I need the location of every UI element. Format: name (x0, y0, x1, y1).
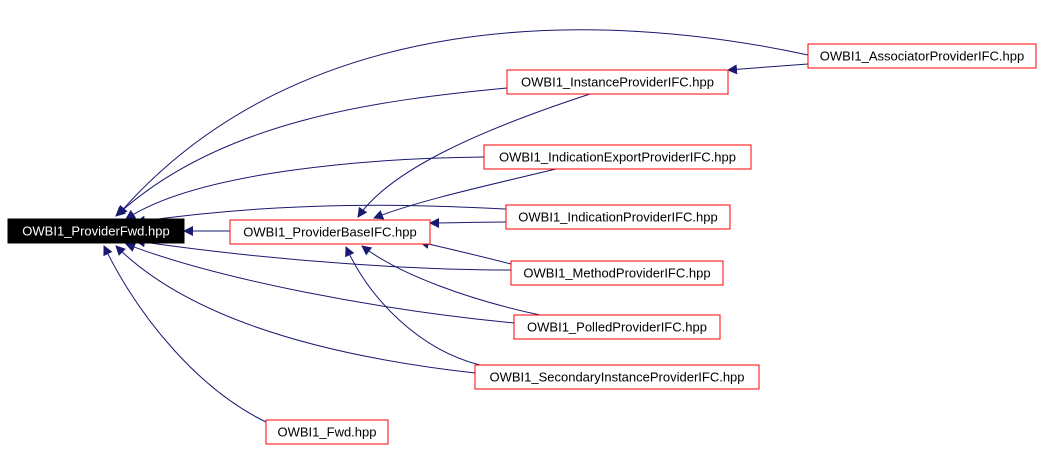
node-assoc-label: OWBI1_AssociatorProviderIFC.hpp (820, 49, 1024, 64)
node-inst-label: OWBI1_InstanceProviderIFC.hpp (521, 75, 714, 90)
node-inst[interactable]: OWBI1_InstanceProviderIFC.hpp (506, 69, 729, 95)
node-root-label: OWBI1_ProviderFwd.hpp (22, 224, 169, 239)
edge-fwd-to-root (103, 245, 267, 423)
edge-indexp-to-base (373, 167, 561, 220)
edge-sec-to-base (345, 246, 481, 366)
node-poll-box (513, 314, 721, 340)
edge-ind-to-base (429, 217, 507, 228)
node-fwd-box (265, 419, 389, 445)
node-meth[interactable]: OWBI1_MethodProviderIFC.hpp (510, 260, 724, 286)
node-ind[interactable]: OWBI1_IndicationProviderIFC.hpp (505, 204, 731, 230)
node-meth-label: OWBI1_MethodProviderIFC.hpp (523, 266, 710, 281)
node-poll[interactable]: OWBI1_PolledProviderIFC.hpp (513, 314, 721, 340)
node-ind-label: OWBI1_IndicationProviderIFC.hpp (518, 210, 717, 225)
edge-indexp-to-root (125, 156, 485, 220)
edge-assoc-to-root (117, 29, 809, 216)
node-root[interactable]: OWBI1_ProviderFwd.hpp (7, 218, 185, 244)
edge-sec-to-root (115, 245, 476, 374)
node-assoc[interactable]: OWBI1_AssociatorProviderIFC.hpp (807, 43, 1037, 69)
node-ind-box (505, 204, 731, 230)
node-inst-box (506, 69, 729, 95)
edge-inst-to-root (115, 87, 508, 217)
node-indexp-box (483, 144, 752, 170)
node-indexp-label: OWBI1_IndicationExportProviderIFC.hpp (499, 150, 736, 165)
edge-meth-to-root (135, 237, 512, 271)
node-base-label: OWBI1_ProviderBaseIFC.hpp (243, 225, 416, 240)
node-base-box (229, 219, 431, 245)
edge-assoc-to-inst (727, 63, 809, 75)
node-indexp[interactable]: OWBI1_IndicationExportProviderIFC.hpp (483, 144, 752, 170)
node-root-box (7, 218, 185, 244)
node-sec[interactable]: OWBI1_SecondaryInstanceProviderIFC.hpp (474, 364, 760, 390)
edge-poll-to-root (125, 242, 515, 324)
edge-ind-to-root (135, 204, 507, 226)
node-sec-box (474, 364, 760, 390)
node-base[interactable]: OWBI1_ProviderBaseIFC.hpp (229, 219, 431, 245)
node-assoc-box (807, 43, 1037, 69)
node-fwd[interactable]: OWBI1_Fwd.hpp (265, 419, 389, 445)
edge-inst-to-base (357, 93, 591, 218)
edge-poll-to-base (361, 245, 541, 316)
nodes-layer: OWBI1_ProviderFwd.hpp OWBI1_AssociatorPr… (7, 43, 1037, 445)
node-poll-label: OWBI1_PolledProviderIFC.hpp (527, 320, 707, 335)
node-fwd-label: OWBI1_Fwd.hpp (278, 425, 377, 440)
node-sec-label: OWBI1_SecondaryInstanceProviderIFC.hpp (489, 370, 744, 385)
edge-meth-to-base (419, 239, 512, 265)
node-meth-box (510, 260, 724, 286)
